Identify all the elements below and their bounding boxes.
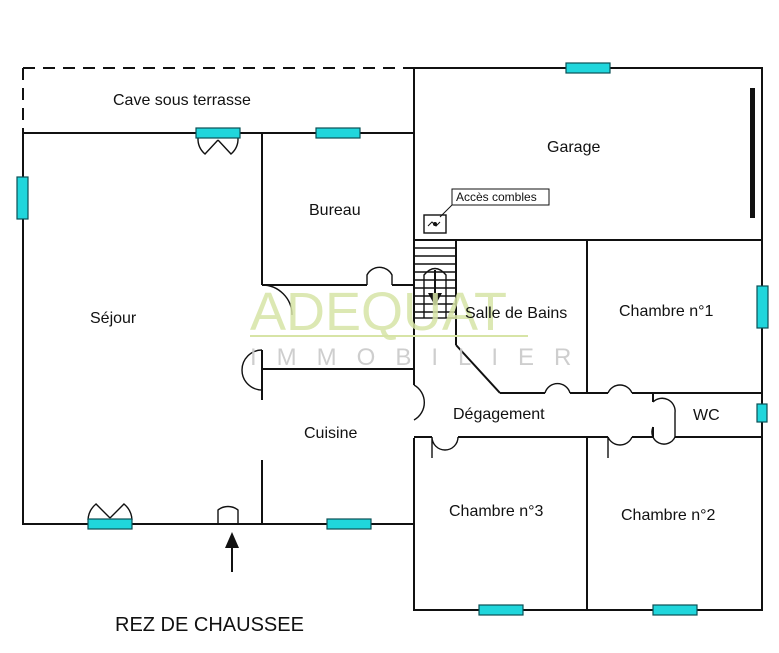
- hatch-icon: [423, 214, 447, 234]
- room-label-cave: Cave sous terrasse: [113, 92, 251, 109]
- window: [652, 604, 698, 616]
- annotation-acces-combles: Accès combles: [456, 190, 537, 204]
- window: [195, 127, 241, 139]
- room-label-chambre1: Chambre n°1: [619, 303, 714, 320]
- room-label-bureau: Bureau: [309, 202, 361, 219]
- window: [756, 285, 769, 329]
- watermark-sub: IMMOBILIER: [250, 344, 591, 371]
- room-label-chambre3: Chambre n°3: [449, 503, 544, 520]
- plan-title: REZ DE CHAUSSEE: [115, 614, 304, 636]
- window: [16, 176, 29, 220]
- room-label-sejour: Séjour: [90, 310, 137, 327]
- stair: [413, 239, 457, 319]
- window: [478, 604, 524, 616]
- watermark-brand: ADEQUAT: [250, 282, 507, 342]
- entrance-arrow-icon: [225, 532, 239, 572]
- window: [756, 403, 768, 423]
- room-label-cuisine: Cuisine: [304, 425, 357, 442]
- window: [326, 518, 372, 530]
- watermark: ADEQUAT IMMOBILIER: [250, 282, 591, 371]
- room-label-chambre2: Chambre n°2: [621, 507, 716, 524]
- room-label-salle-de-bains: Salle de Bains: [465, 305, 567, 322]
- window: [565, 62, 611, 74]
- room-labels: Cave sous terrasse Garage Bureau Séjour …: [90, 92, 720, 524]
- room-label-garage: Garage: [547, 139, 600, 156]
- room-label-degagement: Dégagement: [453, 406, 545, 423]
- window: [87, 518, 133, 530]
- room-label-wc: WC: [693, 407, 720, 424]
- doors: [87, 137, 676, 524]
- walls: [22, 67, 763, 611]
- annotation-box: Accès combles: [439, 188, 550, 218]
- window: [315, 127, 361, 139]
- windows: [16, 62, 769, 616]
